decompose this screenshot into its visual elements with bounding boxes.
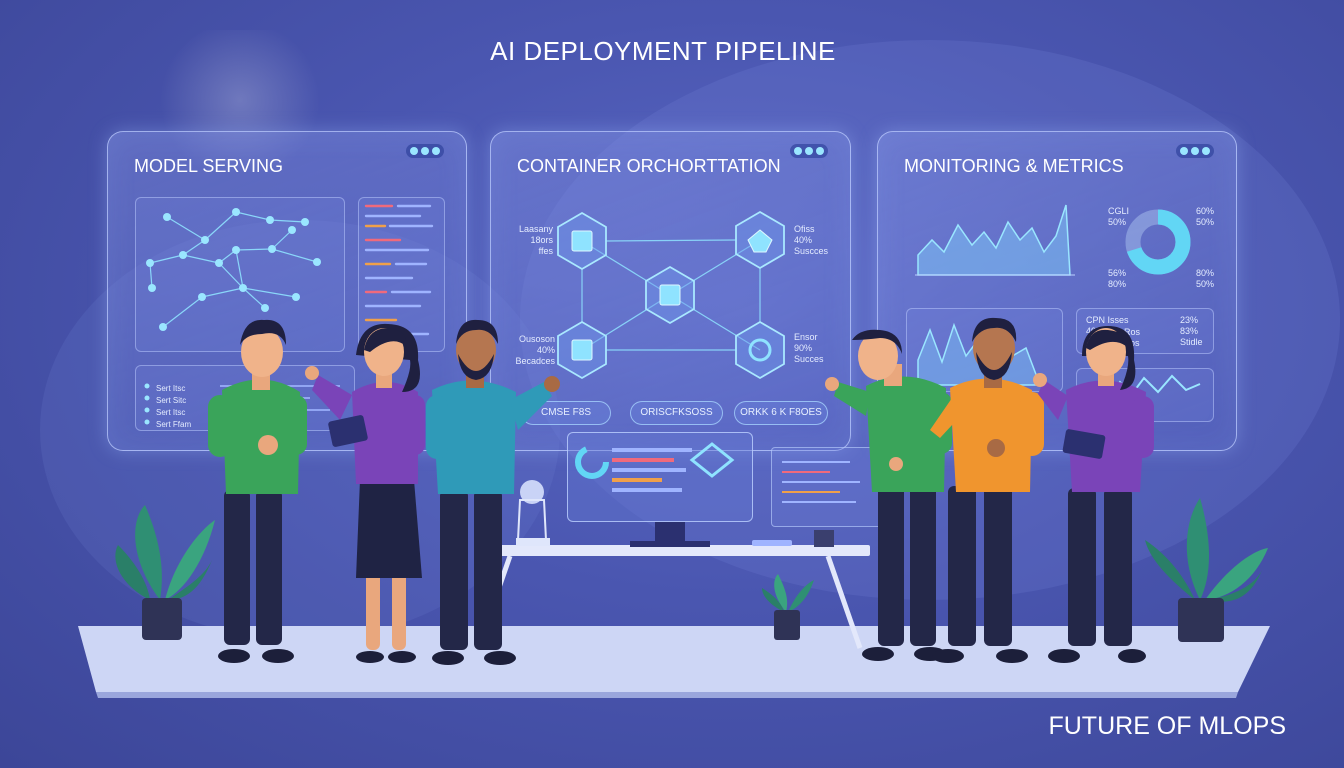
floor-edge xyxy=(96,692,1238,698)
window-controls[interactable] xyxy=(790,144,828,158)
table-row-label: Sert Itsc xyxy=(156,384,186,393)
table-row-label: Sert Ffam xyxy=(156,420,192,429)
window-controls[interactable] xyxy=(1176,144,1214,158)
footer-title: FUTURE OF MLOPS xyxy=(1048,712,1286,740)
dot-icon xyxy=(815,147,824,155)
table-row-label: Sert Sitc xyxy=(156,396,187,405)
neural-network-graph xyxy=(149,211,318,328)
status-pill[interactable]: ORKK 6 K F8OES xyxy=(734,401,828,425)
dot-icon xyxy=(420,147,429,155)
person-orange-shirt xyxy=(930,317,1044,663)
status-dot xyxy=(144,383,150,425)
status-pill[interactable]: ORISCFKSOSS xyxy=(630,401,723,425)
person-green-shirt xyxy=(208,319,307,663)
dot-icon xyxy=(431,147,440,155)
cluster-links xyxy=(581,239,761,351)
person-teal-shirt xyxy=(426,319,560,665)
dot-icon xyxy=(804,147,813,155)
code-lines xyxy=(364,204,434,336)
node-stat-label: Laasany 18ors ffes xyxy=(518,224,553,256)
node-stat-label: Ensor 90% Succes xyxy=(794,332,824,364)
stat-label: Ros xyxy=(1124,327,1141,337)
node-stat-label: Ofiss 40% Suscces xyxy=(794,224,829,256)
dot-icon xyxy=(1201,147,1210,155)
person-purple-shirt-woman xyxy=(305,323,425,663)
panel-title: CONTAINER ORCHORTTATION xyxy=(517,156,781,176)
node-stat-label: Ousoson 40% Becadces xyxy=(515,334,555,366)
person-purple-shirt-woman-right xyxy=(1033,326,1154,663)
stat-label: 23% 83% Stidle xyxy=(1180,315,1203,347)
donut-label: 56% 80% xyxy=(1108,268,1127,289)
container-cube-icon xyxy=(571,229,773,362)
desk xyxy=(475,480,870,649)
neural-network-view xyxy=(135,197,345,352)
page-title: AI DEPLOYMENT PIPELINE xyxy=(490,36,836,66)
panel-title: MONITORING & METRICS xyxy=(904,156,1124,176)
floating-code-lines xyxy=(782,461,860,503)
window-controls[interactable] xyxy=(406,144,444,158)
network-node xyxy=(146,208,321,331)
monitor-widgets xyxy=(575,442,735,492)
donut-label: 80% 50% xyxy=(1196,268,1215,289)
donut-label: 60% 50% xyxy=(1196,206,1215,227)
table-row-label: Sert Itsc xyxy=(156,408,186,417)
dot-icon xyxy=(794,147,803,155)
dot-icon xyxy=(410,147,419,155)
dot-icon xyxy=(1180,147,1189,155)
metrics-area-chart xyxy=(915,204,1075,276)
dot-icon xyxy=(1190,147,1199,155)
light-glow xyxy=(150,30,330,170)
metrics-donut-chart xyxy=(1125,209,1191,275)
panel-title: MODEL SERVING xyxy=(134,156,284,176)
potted-plant xyxy=(115,505,215,640)
donut-label: CGLI 50% xyxy=(1108,206,1130,227)
potted-plant xyxy=(1145,498,1268,642)
potted-plant xyxy=(762,574,814,640)
